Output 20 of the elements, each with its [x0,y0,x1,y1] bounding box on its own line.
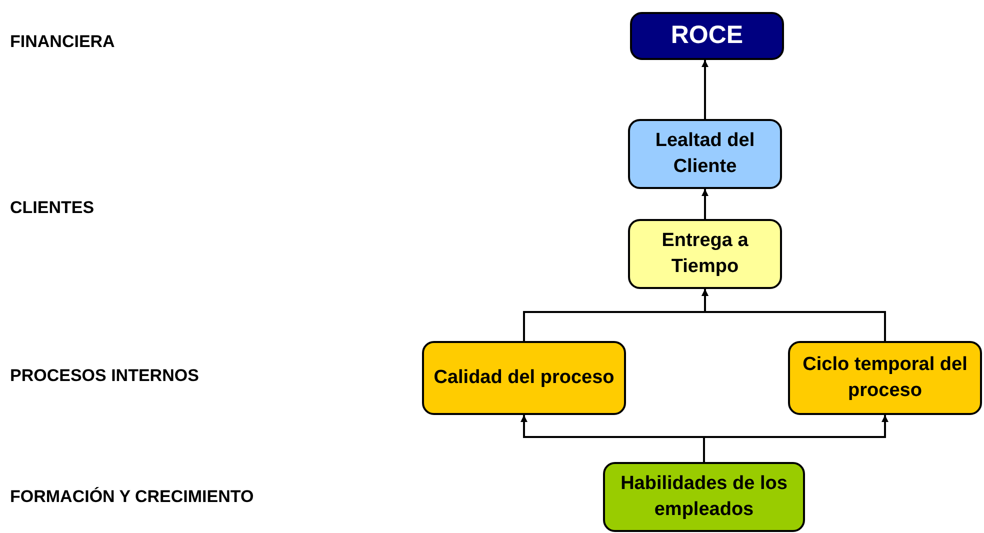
node-label: Ciclo temporal del proceso [802,353,968,403]
arrow [702,289,886,341]
perspective-label: FINANCIERA [10,32,115,52]
perspective-label: PROCESOS INTERNOS [10,366,199,386]
node-label: Lealtad del Cliente [654,129,756,179]
objective-box [603,462,805,532]
node-label: ROCE [670,20,744,52]
perspective-label: CLIENTES [10,198,94,218]
objective-box [422,341,626,415]
objective-box [788,341,982,415]
arrow [702,60,708,119]
objective-box [628,219,782,289]
arrow [702,189,708,219]
node-label: Habilidades de los empleados [620,472,788,522]
kpi-box [630,12,784,60]
node-label: Entrega a Tiempo [660,229,750,279]
objective-box [628,119,782,189]
node-label: Calidad del proceso [434,366,614,390]
perspective-label: FORMACIÓN Y CRECIMIENTO [10,487,254,507]
arrow [703,415,888,462]
